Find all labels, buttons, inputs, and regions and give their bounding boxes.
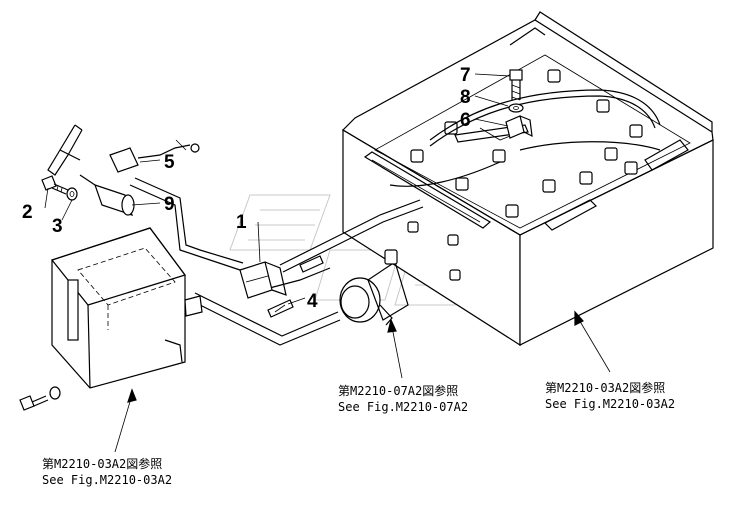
callout-9: 9	[164, 194, 175, 215]
battery-terminals	[410, 69, 643, 218]
reference-arrow-center	[387, 318, 403, 379]
callout-2: 2	[22, 202, 33, 223]
cover-bolt	[19, 386, 61, 411]
mount-bolt-7	[509, 69, 523, 101]
battery-cable	[47, 124, 83, 176]
battery-relay	[239, 261, 287, 299]
washer-8	[508, 103, 524, 113]
cable-harness	[129, 177, 424, 346]
reference-left-jp: 第M2210-03A2図参照	[42, 456, 162, 471]
reference-center-en: See Fig.M2210-07A2	[338, 400, 468, 414]
callout-4: 4	[307, 291, 318, 312]
reference-arrow-left	[114, 388, 137, 453]
callout-leaders	[44, 73, 511, 305]
disconnect-switch	[339, 221, 461, 326]
callout-5: 5	[164, 152, 175, 173]
callout-3: 3	[52, 216, 63, 237]
callout-7: 7	[460, 65, 471, 86]
battery-tray	[342, 11, 714, 347]
reference-right-en: See Fig.M2210-03A2	[545, 397, 675, 411]
reference-left-en: See Fig.M2210-03A2	[42, 473, 172, 487]
bolt-2	[41, 175, 69, 195]
battery-cover	[50, 227, 203, 389]
washer-3	[66, 187, 78, 201]
bracket-6	[505, 115, 533, 139]
cable-terminal-5	[109, 139, 200, 173]
reference-center-jp: 第M2210-07A2図参照	[338, 383, 458, 398]
reference-arrow-right	[574, 310, 611, 373]
cover-sleeve-9	[79, 174, 135, 216]
callout-8: 8	[460, 87, 471, 108]
bolt-4	[267, 255, 324, 318]
callout-1: 1	[236, 212, 247, 233]
callout-6: 6	[460, 110, 471, 131]
reference-right-jp: 第M2210-03A2図参照	[545, 380, 665, 395]
